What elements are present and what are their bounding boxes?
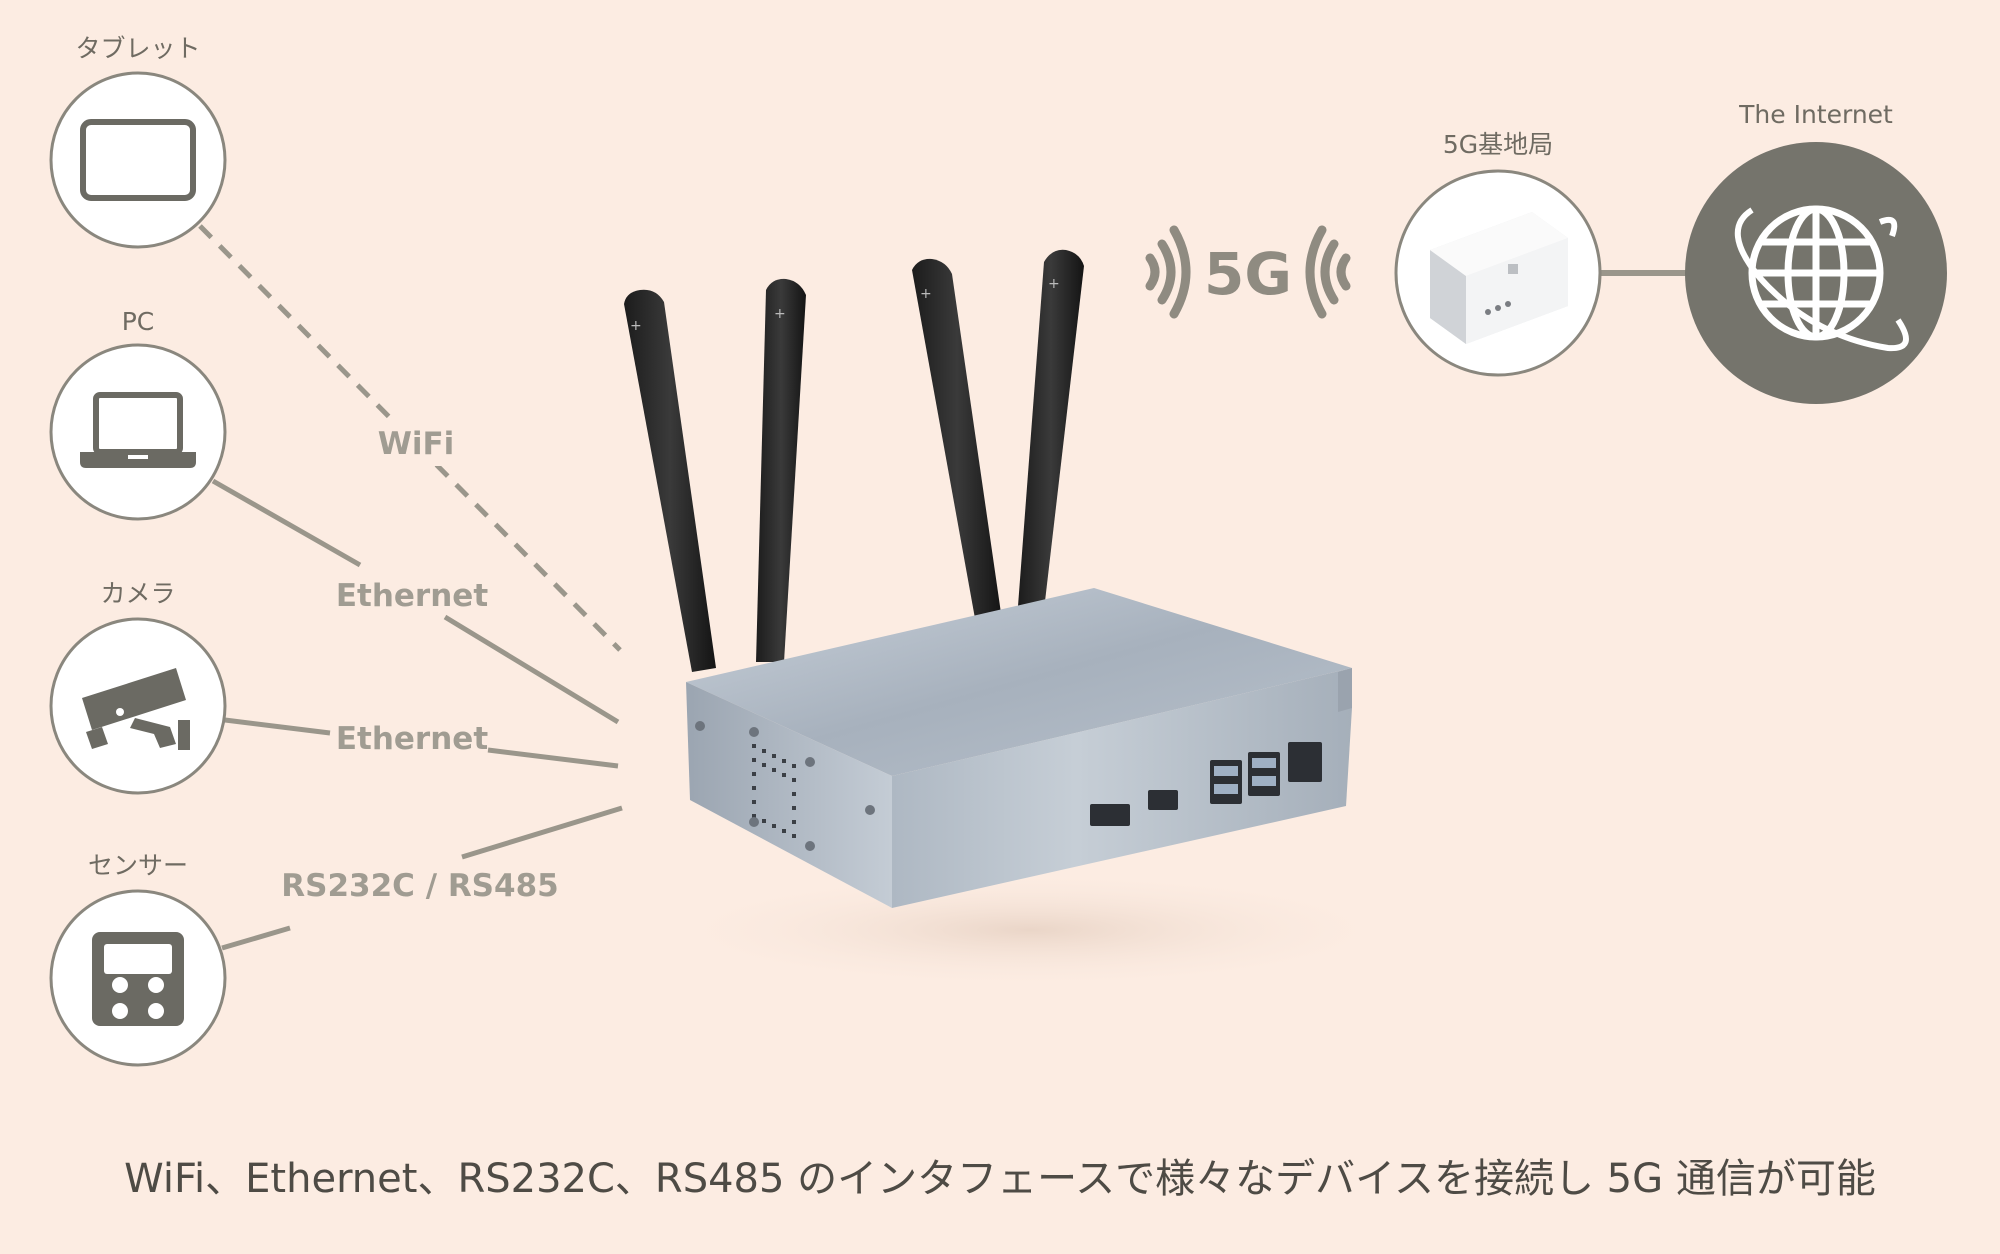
svg-text:+: + — [630, 318, 642, 334]
base-station-label: 5G基地局 — [1443, 130, 1553, 159]
router-box-icon — [1430, 212, 1568, 344]
laptop-icon — [80, 392, 196, 468]
device-sensor: センサー — [49, 851, 227, 1067]
pc-label: PC — [122, 307, 155, 336]
ethernet-camera-label: Ethernet — [336, 721, 488, 757]
tablet-icon — [80, 119, 196, 201]
base-station: 5G基地局 — [1394, 130, 1602, 377]
ethernet-pc-line — [211, 478, 362, 568]
ethernet-camera-line-2 — [487, 747, 619, 769]
ethernet-pc-label: Ethernet — [336, 578, 488, 614]
router-device: + + + + — [624, 249, 1410, 990]
globe-icon — [1734, 205, 1909, 352]
svg-text:+: + — [1048, 276, 1060, 292]
antenna: + + + + — [624, 249, 1084, 672]
5g-label: 5G — [1204, 240, 1292, 308]
5g-signal — [1145, 225, 1351, 319]
tablet-label: タブレット — [75, 34, 200, 63]
device-pc: PC — [49, 307, 227, 521]
caption: WiFi、Ethernet、RS232C、RS485 のインタフェースで様々なデ… — [124, 1156, 1876, 1202]
device-camera: カメラ — [49, 579, 227, 795]
serial-label: RS232C / RS485 — [281, 868, 558, 904]
svg-text:+: + — [920, 286, 932, 302]
camera-label: カメラ — [100, 579, 175, 608]
internet-label: The Internet — [1738, 100, 1893, 129]
sensor-icon — [92, 932, 184, 1026]
ethernet-pc-line-2 — [443, 614, 620, 725]
connection-lines — [198, 224, 1688, 951]
sensor-label: センサー — [88, 851, 188, 880]
internet: The Internet — [1685, 100, 1947, 404]
serial-line-2 — [461, 805, 623, 860]
ethernet-camera-line — [224, 717, 331, 736]
serial-line — [221, 925, 291, 951]
svg-text:+: + — [774, 306, 786, 322]
security-camera-icon — [82, 668, 190, 750]
wifi-label: WiFi — [378, 426, 455, 462]
device-tablet: タブレット — [49, 34, 227, 249]
wifi-line — [198, 224, 622, 652]
